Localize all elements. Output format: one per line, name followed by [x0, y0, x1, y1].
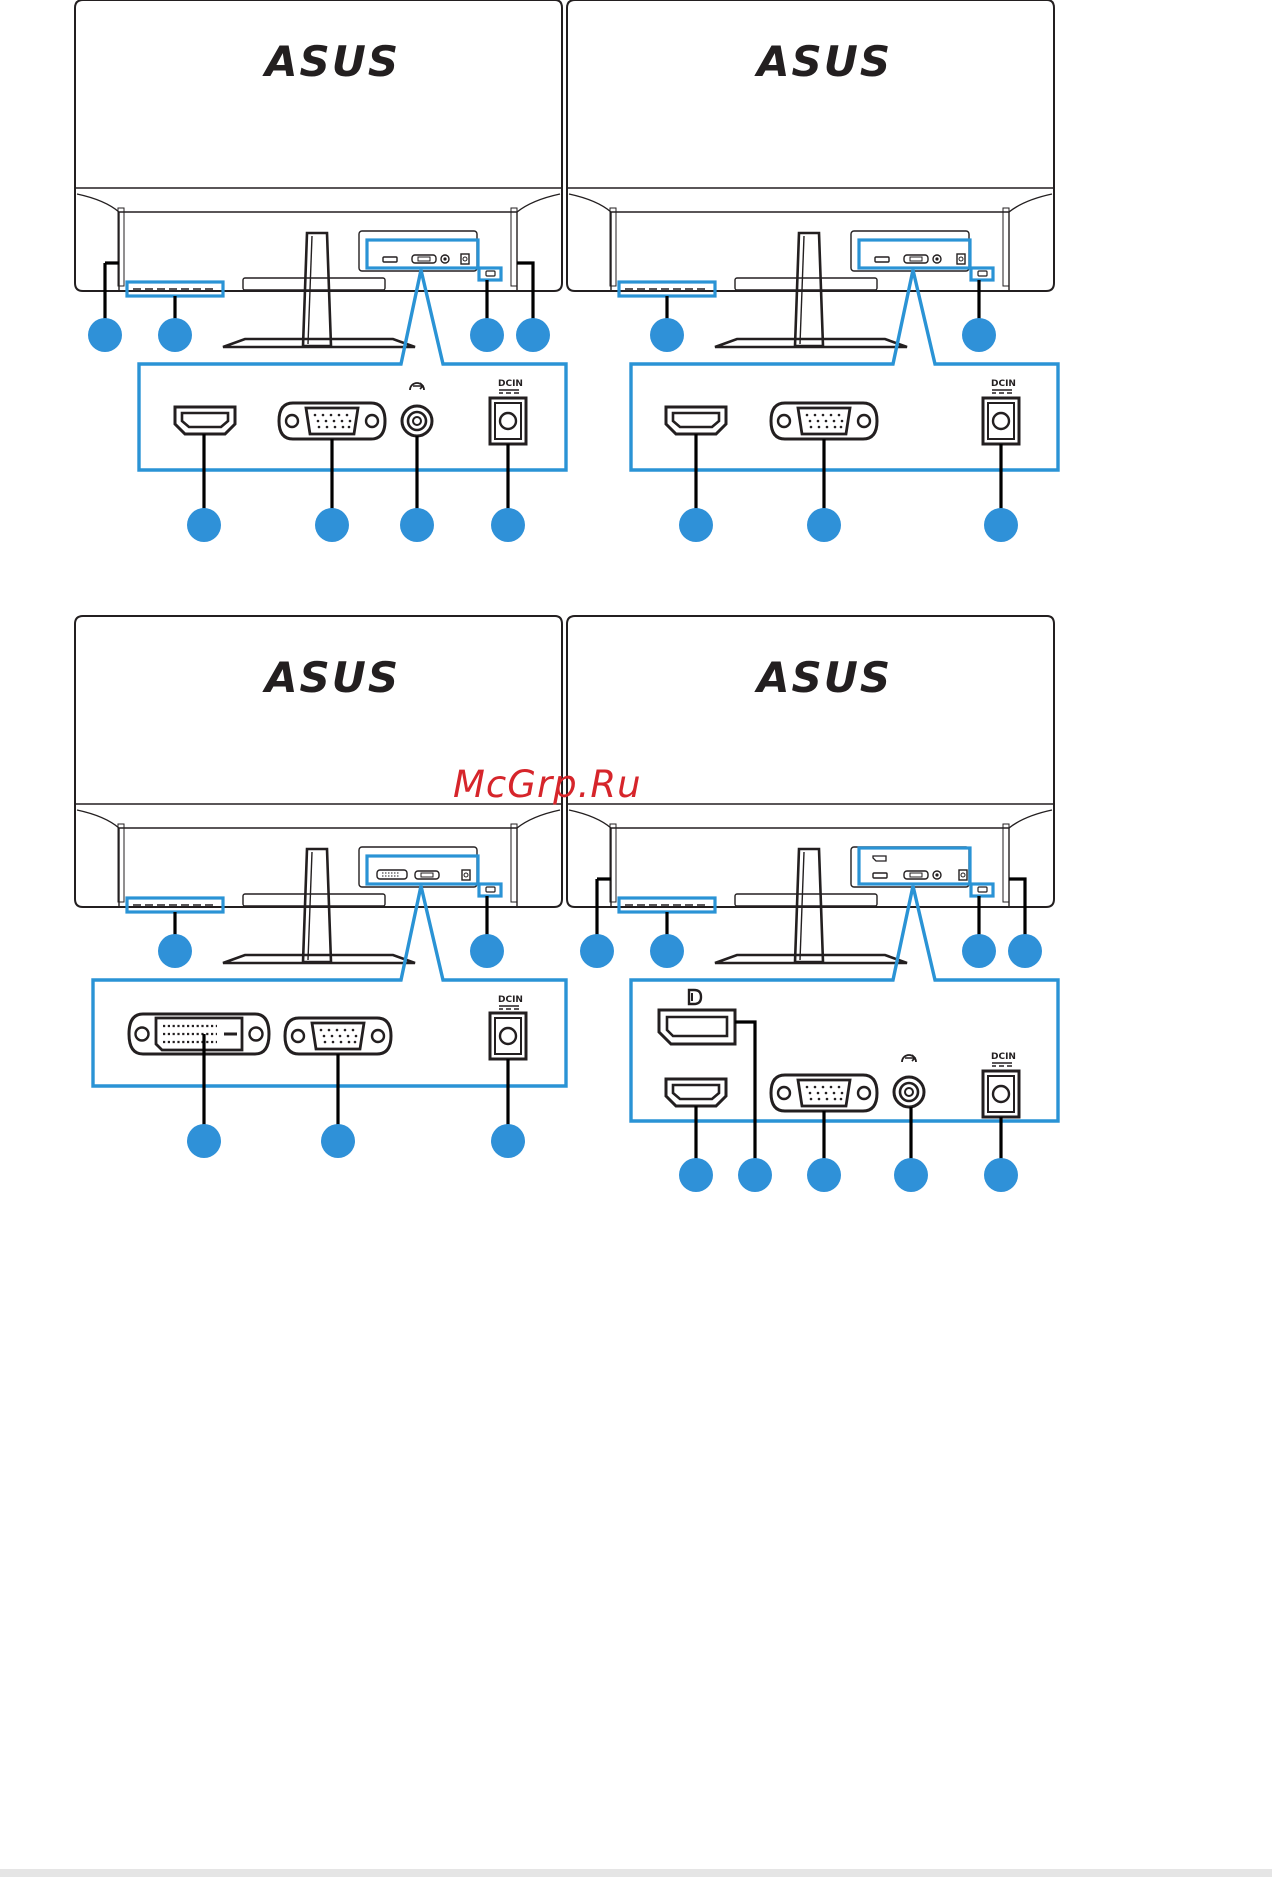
dc-in-port-icon [983, 398, 1019, 444]
watermark-text: McGrp.Ru [453, 763, 642, 806]
callout-dot [315, 508, 349, 542]
dc-in-port-icon [490, 1013, 526, 1059]
displayport-logo-icon [689, 990, 701, 1004]
svg-text:DCIN: DCIN [498, 379, 523, 389]
asus-logo: ASUS [262, 653, 400, 702]
svg-text:ASUS: ASUS [262, 37, 400, 86]
callout-dot [516, 318, 550, 352]
callout-dot [807, 1158, 841, 1192]
hdmi-port-icon [666, 1079, 726, 1106]
vga-port-icon [279, 403, 385, 439]
callout-dot [894, 1158, 928, 1192]
dc-in-label: DCIN [991, 379, 1016, 393]
page-footer-bar [0, 1869, 1272, 1877]
audio-jack-icon [402, 406, 432, 436]
callout-dot [984, 1158, 1018, 1192]
callout-dot [187, 508, 221, 542]
svg-text:DCIN: DCIN [498, 995, 523, 1005]
callout-dot [679, 1158, 713, 1192]
svg-text:ASUS: ASUS [754, 37, 892, 86]
dc-in-label: DCIN [498, 995, 523, 1009]
callout-dot [158, 934, 192, 968]
hdmi-port-icon [175, 407, 235, 434]
callout-dot [491, 508, 525, 542]
audio-jack-icon [894, 1077, 924, 1107]
svg-text:DCIN: DCIN [991, 379, 1016, 389]
panel-a: ASUS DCIN [75, 0, 566, 542]
callout-dot [321, 1124, 355, 1158]
asus-logo: ASUS [262, 37, 400, 86]
callout-dot [807, 508, 841, 542]
vga-port-icon [771, 403, 877, 439]
dc-in-port-icon [983, 1071, 1019, 1117]
callout-dot [400, 508, 434, 542]
displayport-port-icon [659, 1010, 735, 1044]
callout-dot [158, 318, 192, 352]
callout-dot [650, 318, 684, 352]
callout-dot [650, 934, 684, 968]
svg-text:ASUS: ASUS [262, 653, 400, 702]
asus-logo: ASUS [754, 37, 892, 86]
callout-dot [984, 508, 1018, 542]
callout-dot [470, 934, 504, 968]
panel-c: ASUS DCIN [75, 616, 566, 1158]
svg-text:ASUS: ASUS [754, 653, 892, 702]
dc-in-label: DCIN [498, 379, 523, 393]
asus-logo: ASUS [754, 653, 892, 702]
callout-dot [738, 1158, 772, 1192]
vga-port-icon [771, 1075, 877, 1111]
svg-text:DCIN: DCIN [991, 1052, 1016, 1062]
headphone-icon [410, 383, 424, 390]
callout-dot [1008, 934, 1042, 968]
panel-d: ASUS DCIN [567, 616, 1058, 1192]
callout-dot [470, 318, 504, 352]
vga-port-icon [285, 1018, 391, 1054]
headphone-icon [902, 1055, 916, 1062]
hdmi-port-icon [666, 407, 726, 434]
dvi-port-icon [129, 1014, 269, 1054]
callout-dot [962, 318, 996, 352]
callout-dot [88, 318, 122, 352]
dc-in-label: DCIN [991, 1052, 1016, 1066]
callout-dot [679, 508, 713, 542]
dc-in-port-icon [490, 398, 526, 444]
callout-dot [187, 1124, 221, 1158]
callout-dot [491, 1124, 525, 1158]
panel-b: ASUS DCIN [567, 0, 1058, 542]
callout-dot [580, 934, 614, 968]
callout-dot [962, 934, 996, 968]
